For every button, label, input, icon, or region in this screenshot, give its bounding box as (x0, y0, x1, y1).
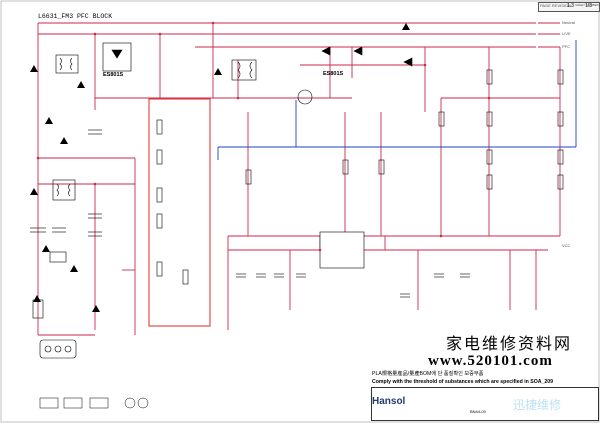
bottom-left-parts (39, 397, 149, 409)
watermark-url: www.520101.com (428, 353, 553, 369)
revision-label: PAGE REVISION (540, 3, 572, 8)
page-number: 1/3 (585, 3, 592, 9)
rail-label-vcc: VCC (562, 243, 571, 248)
compliance-note-2: Comply with the threshold of substances … (372, 379, 554, 385)
rail-wires (37, 22, 561, 336)
ic-label-left: ES801S (103, 72, 124, 78)
rail-label-pfc: PFC (562, 44, 570, 49)
highlight-frame (148, 98, 211, 327)
watermark-chinese: 家电维修资料网 (446, 334, 573, 353)
page-label: SHEET NUMBER (575, 3, 599, 7)
rail-label-live: LIVE (562, 31, 571, 36)
rail-label-neutral: Neutral (562, 20, 575, 25)
revision-value: 1.3 (567, 3, 574, 9)
components (30, 42, 564, 359)
compliance-note-1: PLA規格量産品/量產BOM에 단 품질확인 보증부품 (372, 371, 484, 377)
junctions (36, 21, 491, 252)
model-number: BN44-00 (470, 409, 486, 414)
ic-label-right: ES801S (323, 71, 344, 77)
sheet-title: L6631_FM3 PFC BLOCK (38, 13, 113, 20)
watermark-site: 迅捷维修 (513, 398, 562, 412)
brand-logo: Hansol (372, 396, 406, 407)
ground-wires (217, 40, 577, 160)
title-block (371, 387, 599, 421)
